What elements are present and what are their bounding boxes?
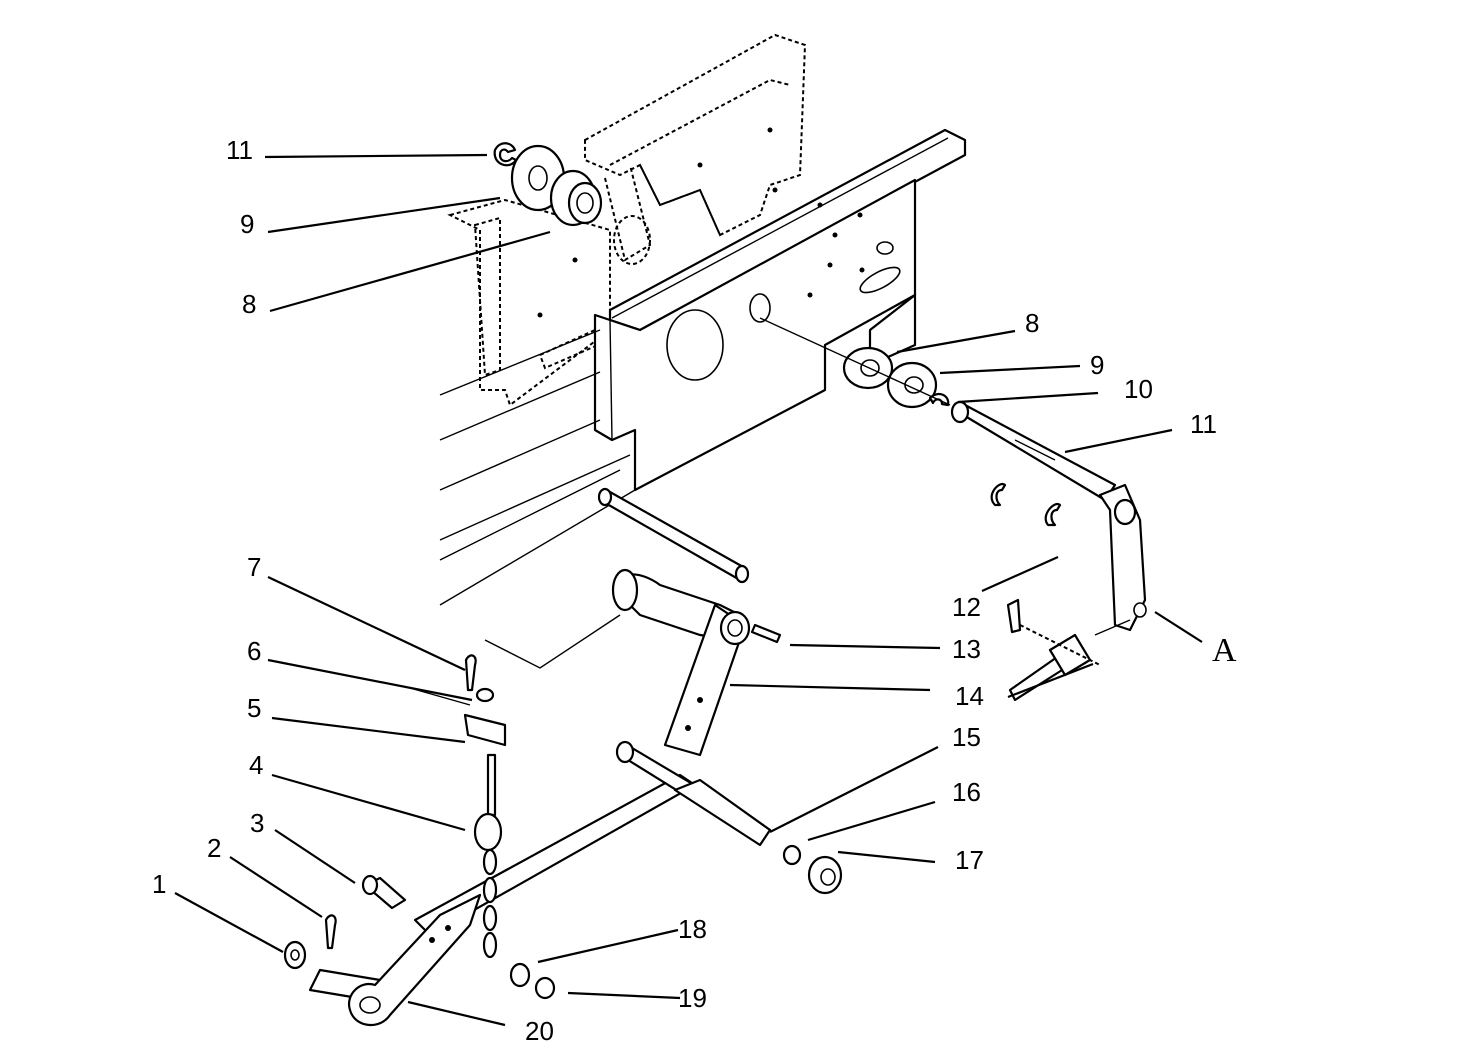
cross-shaft-middle — [597, 487, 750, 584]
callout-11: 11 — [1190, 409, 1217, 439]
callout-labels: 11 9 8 8 9 10 11 12 13 14 7 6 5 4 3 2 1 … — [152, 135, 1237, 1046]
callout-16: 16 — [952, 777, 981, 807]
callout-13: 13 — [952, 634, 981, 664]
callout-1: 1 — [152, 869, 166, 899]
callout-14: 14 — [955, 681, 984, 711]
callout-3: 3 — [250, 808, 264, 838]
callout-10-upper: 11 — [226, 135, 253, 165]
callout-19: 19 — [678, 983, 707, 1013]
callout-4: 4 — [249, 750, 263, 780]
lift-arm — [611, 568, 782, 757]
side-rails — [439, 329, 636, 606]
clevis-rod — [1006, 598, 1131, 702]
callout-12: 12 — [952, 592, 981, 622]
main-frame — [537, 127, 967, 492]
callout-7: 7 — [247, 552, 261, 582]
callout-8-upper: 8 — [242, 289, 256, 319]
reference-letter-a: A — [1212, 632, 1237, 669]
callout-15: 15 — [952, 722, 981, 752]
rear-frame-dashed — [447, 33, 807, 407]
callout-9-upper: 9 — [240, 209, 254, 239]
callout-2: 2 — [207, 833, 221, 863]
callout-18: 18 — [678, 914, 707, 944]
callout-10-right: 10 — [1124, 374, 1153, 404]
frame-dots — [537, 127, 865, 318]
callout-9-right: 9 — [1090, 350, 1104, 380]
leader-lines — [174, 153, 1203, 1027]
bushing-assembly-upper — [493, 142, 603, 227]
callout-20: 20 — [525, 1016, 554, 1046]
bushing-assembly-right — [759, 317, 951, 409]
callout-8-right: 8 — [1025, 308, 1039, 338]
callout-17: 17 — [955, 845, 984, 875]
hardware — [283, 844, 843, 1000]
callout-6: 6 — [247, 636, 261, 666]
callout-5: 5 — [247, 693, 261, 723]
rock-shaft — [950, 400, 1147, 632]
